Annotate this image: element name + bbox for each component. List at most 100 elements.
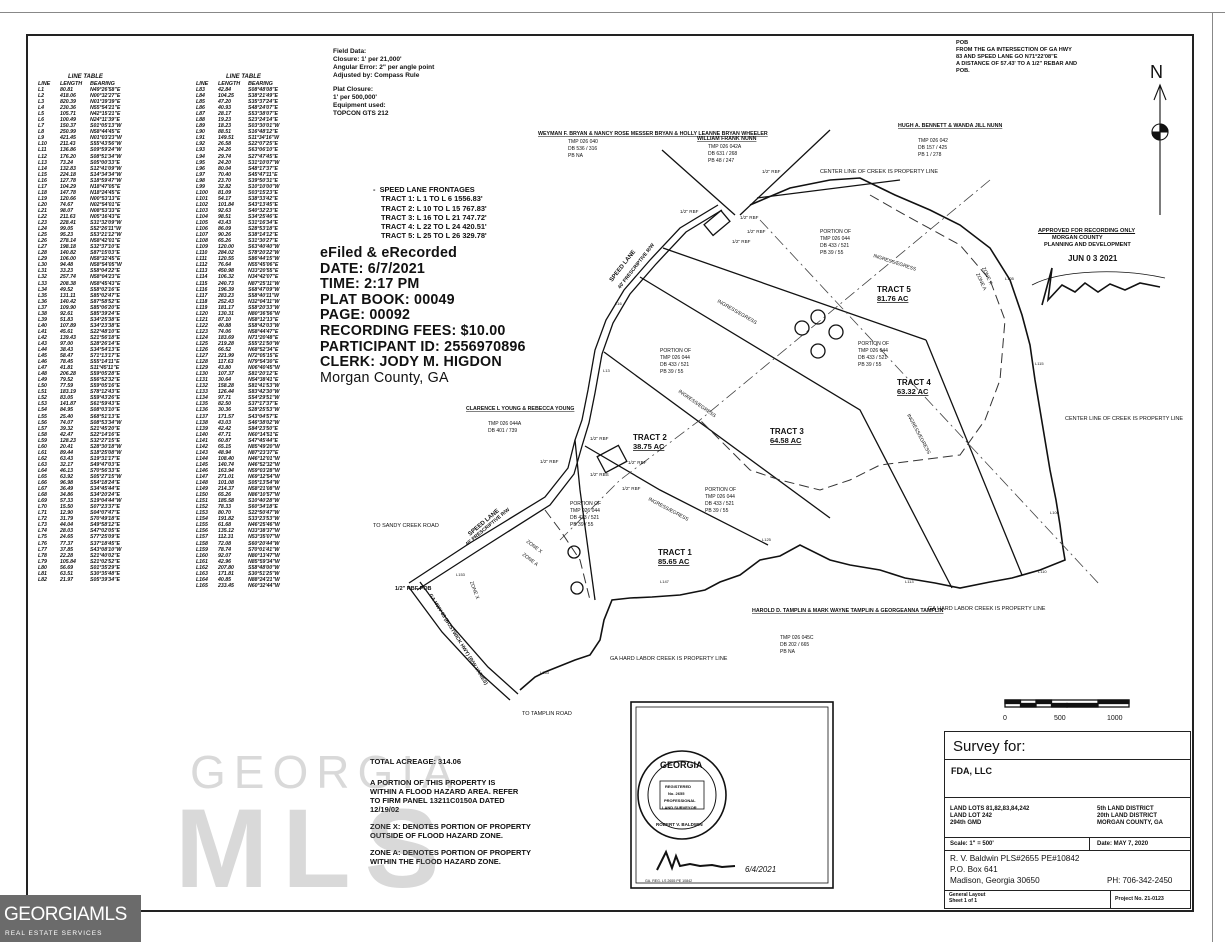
scale-label: 1000 [1107,715,1123,722]
length-cell: 46.13 [60,467,73,474]
length-cell: 30.64 [218,377,231,384]
bearing-cell: S23°24'14"E [248,117,278,124]
seal-box-inner [635,706,829,884]
length-cell: 87.10 [218,316,231,323]
portion-label: PORTION OF [705,487,736,493]
line-id: L13 [603,368,610,373]
line-id-cell: L99 [196,183,205,190]
bearing-cell: S81°20'12"E [248,371,278,378]
length-cell: 101.84 [218,201,234,208]
bearing-cell: S59°43'26"E [90,395,120,402]
length-cell: 278.14 [60,238,76,245]
bearing-cell: S10°40'28"W [248,498,280,505]
line-id-cell: L43 [38,340,47,347]
length-cell: 83.05 [60,395,73,402]
line-table-right-title: LINE TABLE [226,74,261,80]
line-id-cell: L38 [38,310,47,317]
bearing-cell: S34°20'24"E [90,492,120,499]
length-cell: 40.93 [218,105,231,112]
line-id-cell: L85 [196,99,205,106]
surveyor-phone: PH: 706-342-2450 [1107,876,1173,885]
line-id-cell: L159 [196,546,208,553]
length-cell: 149.51 [218,135,234,142]
tract-label: TRACT 4 [897,378,931,387]
length-cell: 147.78 [60,189,76,196]
line-id: L110 [1038,569,1047,574]
tract-acreage: 85.65 AC [658,557,690,566]
owner-db: DB 631 / 268 [708,151,737,157]
line-id-cell: L93 [196,147,205,154]
length-cell: 80.81 [60,87,73,93]
creek-note: CENTER LINE OF CREEK IS PROPERTY LINE [1065,416,1183,422]
center-line [759,219,1101,586]
line-id-cell: L46 [38,359,47,366]
seal-box [630,701,834,889]
length-cell: 132.83 [60,165,76,172]
bearing-cell: N33°38'37"W [248,528,280,535]
length-cell: 84.95 [60,407,73,414]
length-cell: 20.41 [60,443,73,450]
line-id-cell: L12 [38,153,47,160]
line-id-cell: L118 [196,298,208,305]
line-table-left-header: LINE LENGTH BEARING [38,81,158,87]
bearing-cell: S53°21'12"W [90,232,122,239]
speed-lane-road-edge [416,209,723,591]
bearing-cell: N87°23'37"E [248,449,279,456]
line-id-cell: L155 [196,522,208,529]
surveyor-city: Madison, Georgia 30650 [950,876,1040,885]
line-id-cell: L56 [38,419,47,426]
length-cell: 70.40 [218,171,231,178]
tract-acreage: 38.75 AC [633,442,665,451]
length-cell: 106.32 [218,274,234,281]
line-id-cell: L16 [38,177,47,184]
bearing-cell: S84°23'50"E [248,425,278,432]
logo-main-text: GEORGIAMLS [4,904,127,925]
length-cell: 104.25 [218,93,234,100]
line-marker-circle [570,581,584,595]
portion-label: TMP 026 044 [570,508,600,514]
length-cell: 18.23 [218,123,231,130]
length-cell: 206.28 [60,371,76,378]
bearing-cell: N68°52'34"E [248,347,279,354]
line-id-cell: L79 [38,558,47,565]
length-cell: 185.58 [218,498,234,505]
zone-label: ZONE X [468,581,480,601]
length-cell: 176.20 [60,153,76,160]
surveyor-seal-ring [637,750,727,840]
bearing-cell: S07°23'37"E [90,504,120,511]
bearing-cell: N05°16'43"E [90,213,121,220]
bearing-cell: N00°53'13"E [90,195,121,202]
line-id-cell: L107 [196,232,208,239]
owner-tmp: TMP 026 044A [488,421,522,427]
length-cell: 42.84 [218,87,231,93]
length-cell: 94.48 [60,262,73,269]
bearing-cell: N71°20'48"E [248,334,279,341]
bearing-cell: S86°44'15"W [248,256,280,263]
length-cell: 106.00 [60,256,76,263]
length-cell: 191.82 [218,516,234,523]
bearing-cell: S21°56'18"E [90,334,120,341]
line-id-cell: L7 [38,123,45,130]
bearing-cell: N06°40'45"W [248,365,280,372]
length-cell: 105.84 [60,558,76,565]
zone-x-note-line: OUTSIDE OF FLOOD HAZARD ZONE. [370,831,503,840]
layout-text: General Layout [949,892,986,898]
bearing-cell: S28°26'14"E [90,340,120,347]
line-id: L105 [1005,276,1015,281]
length-cell: 120.66 [60,195,76,202]
line-id-cell: L18 [38,189,47,196]
length-cell: 207.80 [218,564,234,571]
